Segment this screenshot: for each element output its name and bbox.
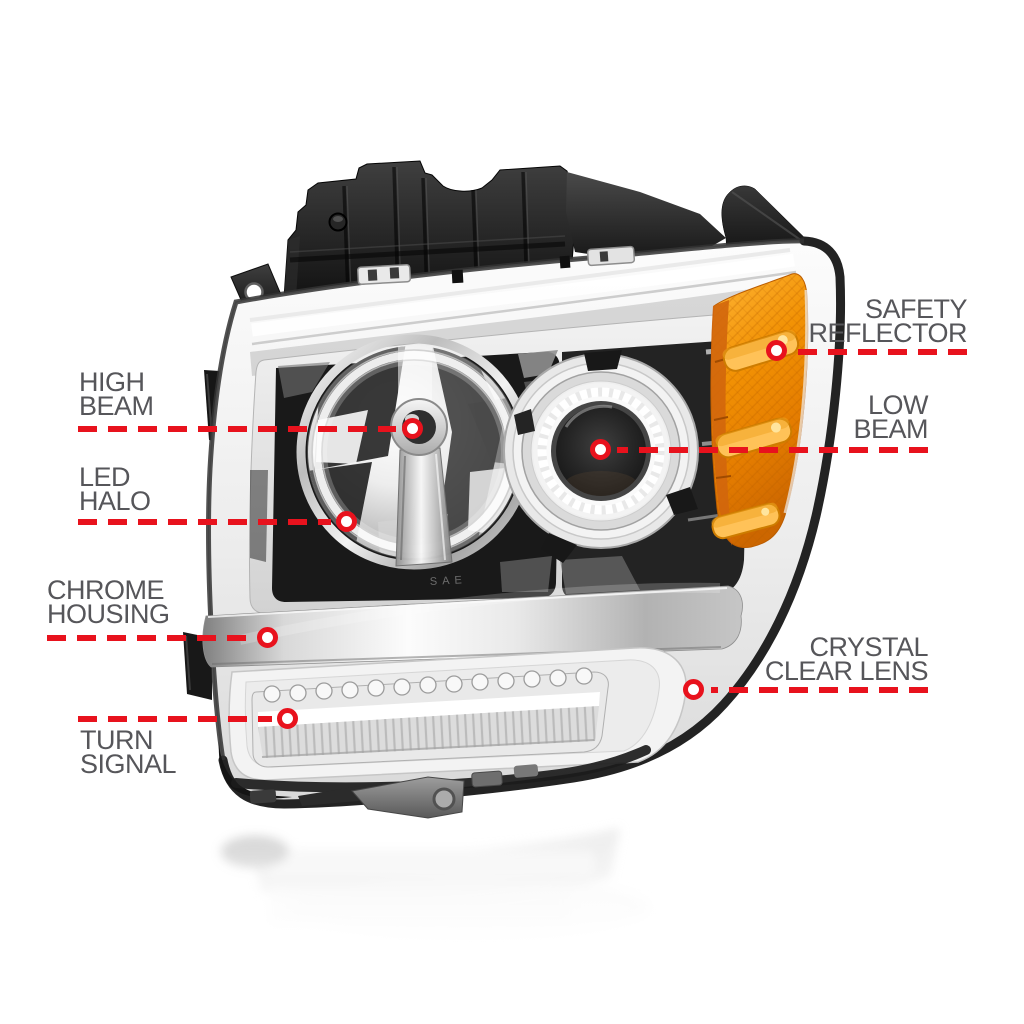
callout-turn-signal-label: TURN SIGNAL [80, 725, 177, 779]
callout-safety-reflector-dot [766, 340, 787, 361]
body-rim-left [206, 238, 805, 761]
top-clips [357, 245, 636, 285]
callout-crystal-clear-lens-line [711, 687, 928, 693]
led-strip [251, 667, 609, 768]
lens-marking: SAE [430, 574, 468, 588]
mounting-foot [351, 776, 465, 819]
high-beam-lamp [296, 334, 532, 570]
callout-chrome-housing-line [47, 635, 252, 641]
callout-crystal-clear-lens-dot [683, 679, 704, 700]
callout-high-beam-dot [402, 418, 423, 439]
callout-safety-reflector-label: SAFETY REFLECTOR [808, 294, 967, 348]
callout-chrome-housing-label: CHROME HOUSING [47, 575, 170, 629]
callout-low-beam-line [617, 447, 928, 453]
callout-chrome-housing-dot [257, 627, 278, 648]
callout-turn-signal-line [78, 716, 272, 722]
housing-top-edge [566, 172, 726, 259]
callout-low-beam-dot [590, 439, 611, 460]
lens-top-streaks [249, 248, 797, 346]
callout-led-halo-dot [336, 511, 357, 532]
callout-low-beam-label: LOW BEAM [853, 390, 928, 444]
callout-led-halo-label: LED HALO [79, 462, 151, 516]
lens-sheen [238, 582, 721, 645]
reflection-fade [140, 828, 900, 1024]
callout-led-halo-line [78, 519, 331, 525]
led-segment-row [263, 667, 593, 703]
projector-clips [514, 350, 698, 563]
reflector-slots [711, 329, 800, 540]
callout-safety-reflector-line [792, 349, 967, 355]
callout-crystal-clear-lens-label: CRYSTAL CLEAR LENS [764, 632, 929, 686]
callout-high-beam-label: HIGH BEAM [79, 367, 154, 421]
bottom-trim [218, 742, 651, 819]
callout-turn-signal-dot [277, 708, 298, 729]
callout-high-beam-line [78, 426, 396, 432]
led-bright-band [258, 692, 600, 727]
